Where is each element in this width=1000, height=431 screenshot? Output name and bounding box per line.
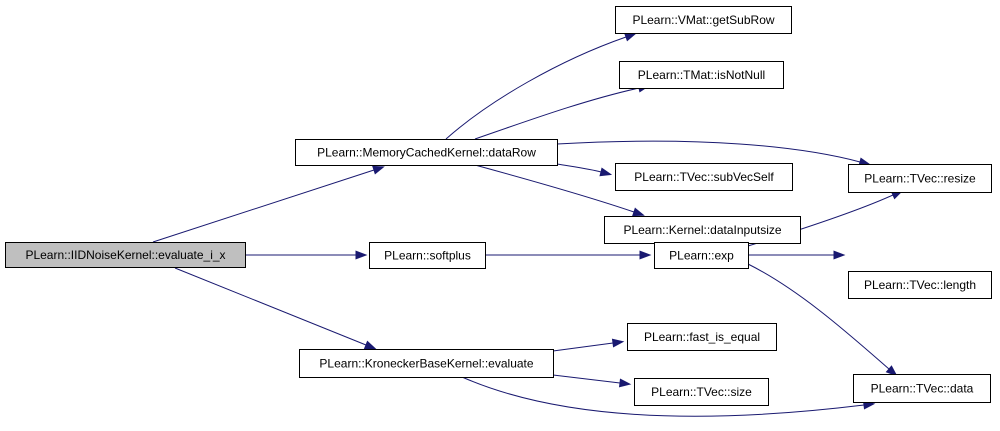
edge-line xyxy=(174,267,367,346)
node-label: PLearn::TVec::size xyxy=(651,385,752,399)
edge-dataRow-to-resize xyxy=(556,140,872,167)
node-label: PLearn::TVec::resize xyxy=(864,172,976,186)
edge-root-to-kbkEvaluate xyxy=(174,267,377,350)
node-dataRow[interactable]: PLearn::MemoryCachedKernel::dataRow xyxy=(295,139,558,166)
arrowhead-icon xyxy=(599,167,613,177)
node-label: PLearn::KroneckerBaseKernel::evaluate xyxy=(319,357,533,371)
node-label: PLearn::TMat::isNotNull xyxy=(638,68,765,82)
node-box[interactable] xyxy=(295,139,558,166)
node-kbkEvaluate[interactable]: PLearn::KroneckerBaseKernel::evaluate xyxy=(299,349,554,378)
node-length[interactable]: PLearn::TVec::length xyxy=(848,271,992,299)
edge-line xyxy=(474,87,640,140)
node-box[interactable] xyxy=(619,61,784,89)
edge-line xyxy=(556,163,602,173)
node-label: PLearn::TVec::data xyxy=(871,382,974,396)
arrowhead-icon xyxy=(611,338,625,348)
call-graph-edges xyxy=(152,32,904,417)
edge-kbkEvaluate-to-fastIsEqual xyxy=(552,338,625,352)
node-box[interactable] xyxy=(848,271,992,299)
node-box[interactable] xyxy=(853,374,991,403)
node-size[interactable]: PLearn::TVec::size xyxy=(634,378,769,406)
edge-dataRow-to-isNotNull xyxy=(474,83,651,140)
node-isNotNull[interactable]: PLearn::TMat::isNotNull xyxy=(619,61,784,89)
arrowhead-icon xyxy=(618,378,632,388)
edge-line xyxy=(552,342,614,352)
node-data[interactable]: PLearn::TVec::data xyxy=(853,374,991,403)
node-box[interactable] xyxy=(615,163,793,191)
node-box[interactable] xyxy=(627,323,777,351)
node-box[interactable] xyxy=(5,242,246,268)
node-label: PLearn::TVec::length xyxy=(864,278,976,292)
node-box[interactable] xyxy=(848,164,992,193)
node-label: PLearn::fast_is_equal xyxy=(644,330,760,344)
node-label: PLearn::exp xyxy=(669,249,734,263)
node-box[interactable] xyxy=(634,378,769,406)
node-box[interactable] xyxy=(299,349,554,378)
node-label: PLearn::Kernel::dataInputsize xyxy=(623,223,781,237)
edge-kbkEvaluate-to-size xyxy=(552,374,632,388)
edge-dataRow-to-dataInputsize xyxy=(474,164,645,217)
edge-dataRow-to-subVecSelf xyxy=(556,163,613,177)
arrowhead-icon xyxy=(639,250,652,260)
edge-line xyxy=(556,140,861,163)
node-exp[interactable]: PLearn::exp xyxy=(654,242,749,269)
edge-line xyxy=(445,36,627,140)
edge-line xyxy=(552,374,621,384)
arrowhead-icon xyxy=(624,32,637,42)
node-label: PLearn::IIDNoiseKernel::evaluate_i_x xyxy=(25,248,225,262)
arrowhead-icon xyxy=(885,365,898,377)
arrowhead-icon xyxy=(372,165,385,175)
edge-root-to-dataRow xyxy=(152,165,385,243)
node-label: PLearn::TVec::subVecSelf xyxy=(634,170,774,184)
edge-softplus-to-exp xyxy=(485,250,652,260)
edge-dataRow-to-getSubRow xyxy=(445,32,637,140)
edge-line xyxy=(747,263,890,370)
node-subVecSelf[interactable]: PLearn::TVec::subVecSelf xyxy=(615,163,793,191)
node-softplus[interactable]: PLearn::softplus xyxy=(369,242,486,269)
arrowhead-icon xyxy=(833,250,846,260)
node-label: PLearn::VMat::getSubRow xyxy=(632,13,774,27)
node-root[interactable]: PLearn::IIDNoiseKernel::evaluate_i_x xyxy=(5,242,246,268)
node-getSubRow[interactable]: PLearn::VMat::getSubRow xyxy=(615,6,792,34)
node-box[interactable] xyxy=(615,6,792,34)
node-box[interactable] xyxy=(654,242,749,269)
arrowhead-icon xyxy=(632,207,645,217)
node-box[interactable] xyxy=(369,242,486,269)
edge-root-to-softplus xyxy=(245,250,368,260)
node-fastIsEqual[interactable]: PLearn::fast_is_equal xyxy=(627,323,777,351)
arrowhead-icon xyxy=(355,250,368,260)
node-dataInputsize[interactable]: PLearn::Kernel::dataInputsize xyxy=(604,216,801,244)
edge-line xyxy=(152,169,375,243)
node-box[interactable] xyxy=(604,216,801,244)
arrowhead-icon xyxy=(363,340,377,350)
node-label: PLearn::MemoryCachedKernel::dataRow xyxy=(317,146,536,160)
edge-exp-to-length xyxy=(748,250,846,260)
edge-line xyxy=(461,376,865,417)
node-resize[interactable]: PLearn::TVec::resize xyxy=(848,164,992,193)
edge-exp-to-data xyxy=(747,263,898,377)
call-graph-nodes: PLearn::IIDNoiseKernel::evaluate_i_xPLea… xyxy=(5,6,992,406)
node-label: PLearn::softplus xyxy=(384,249,471,263)
edge-line xyxy=(474,164,635,213)
